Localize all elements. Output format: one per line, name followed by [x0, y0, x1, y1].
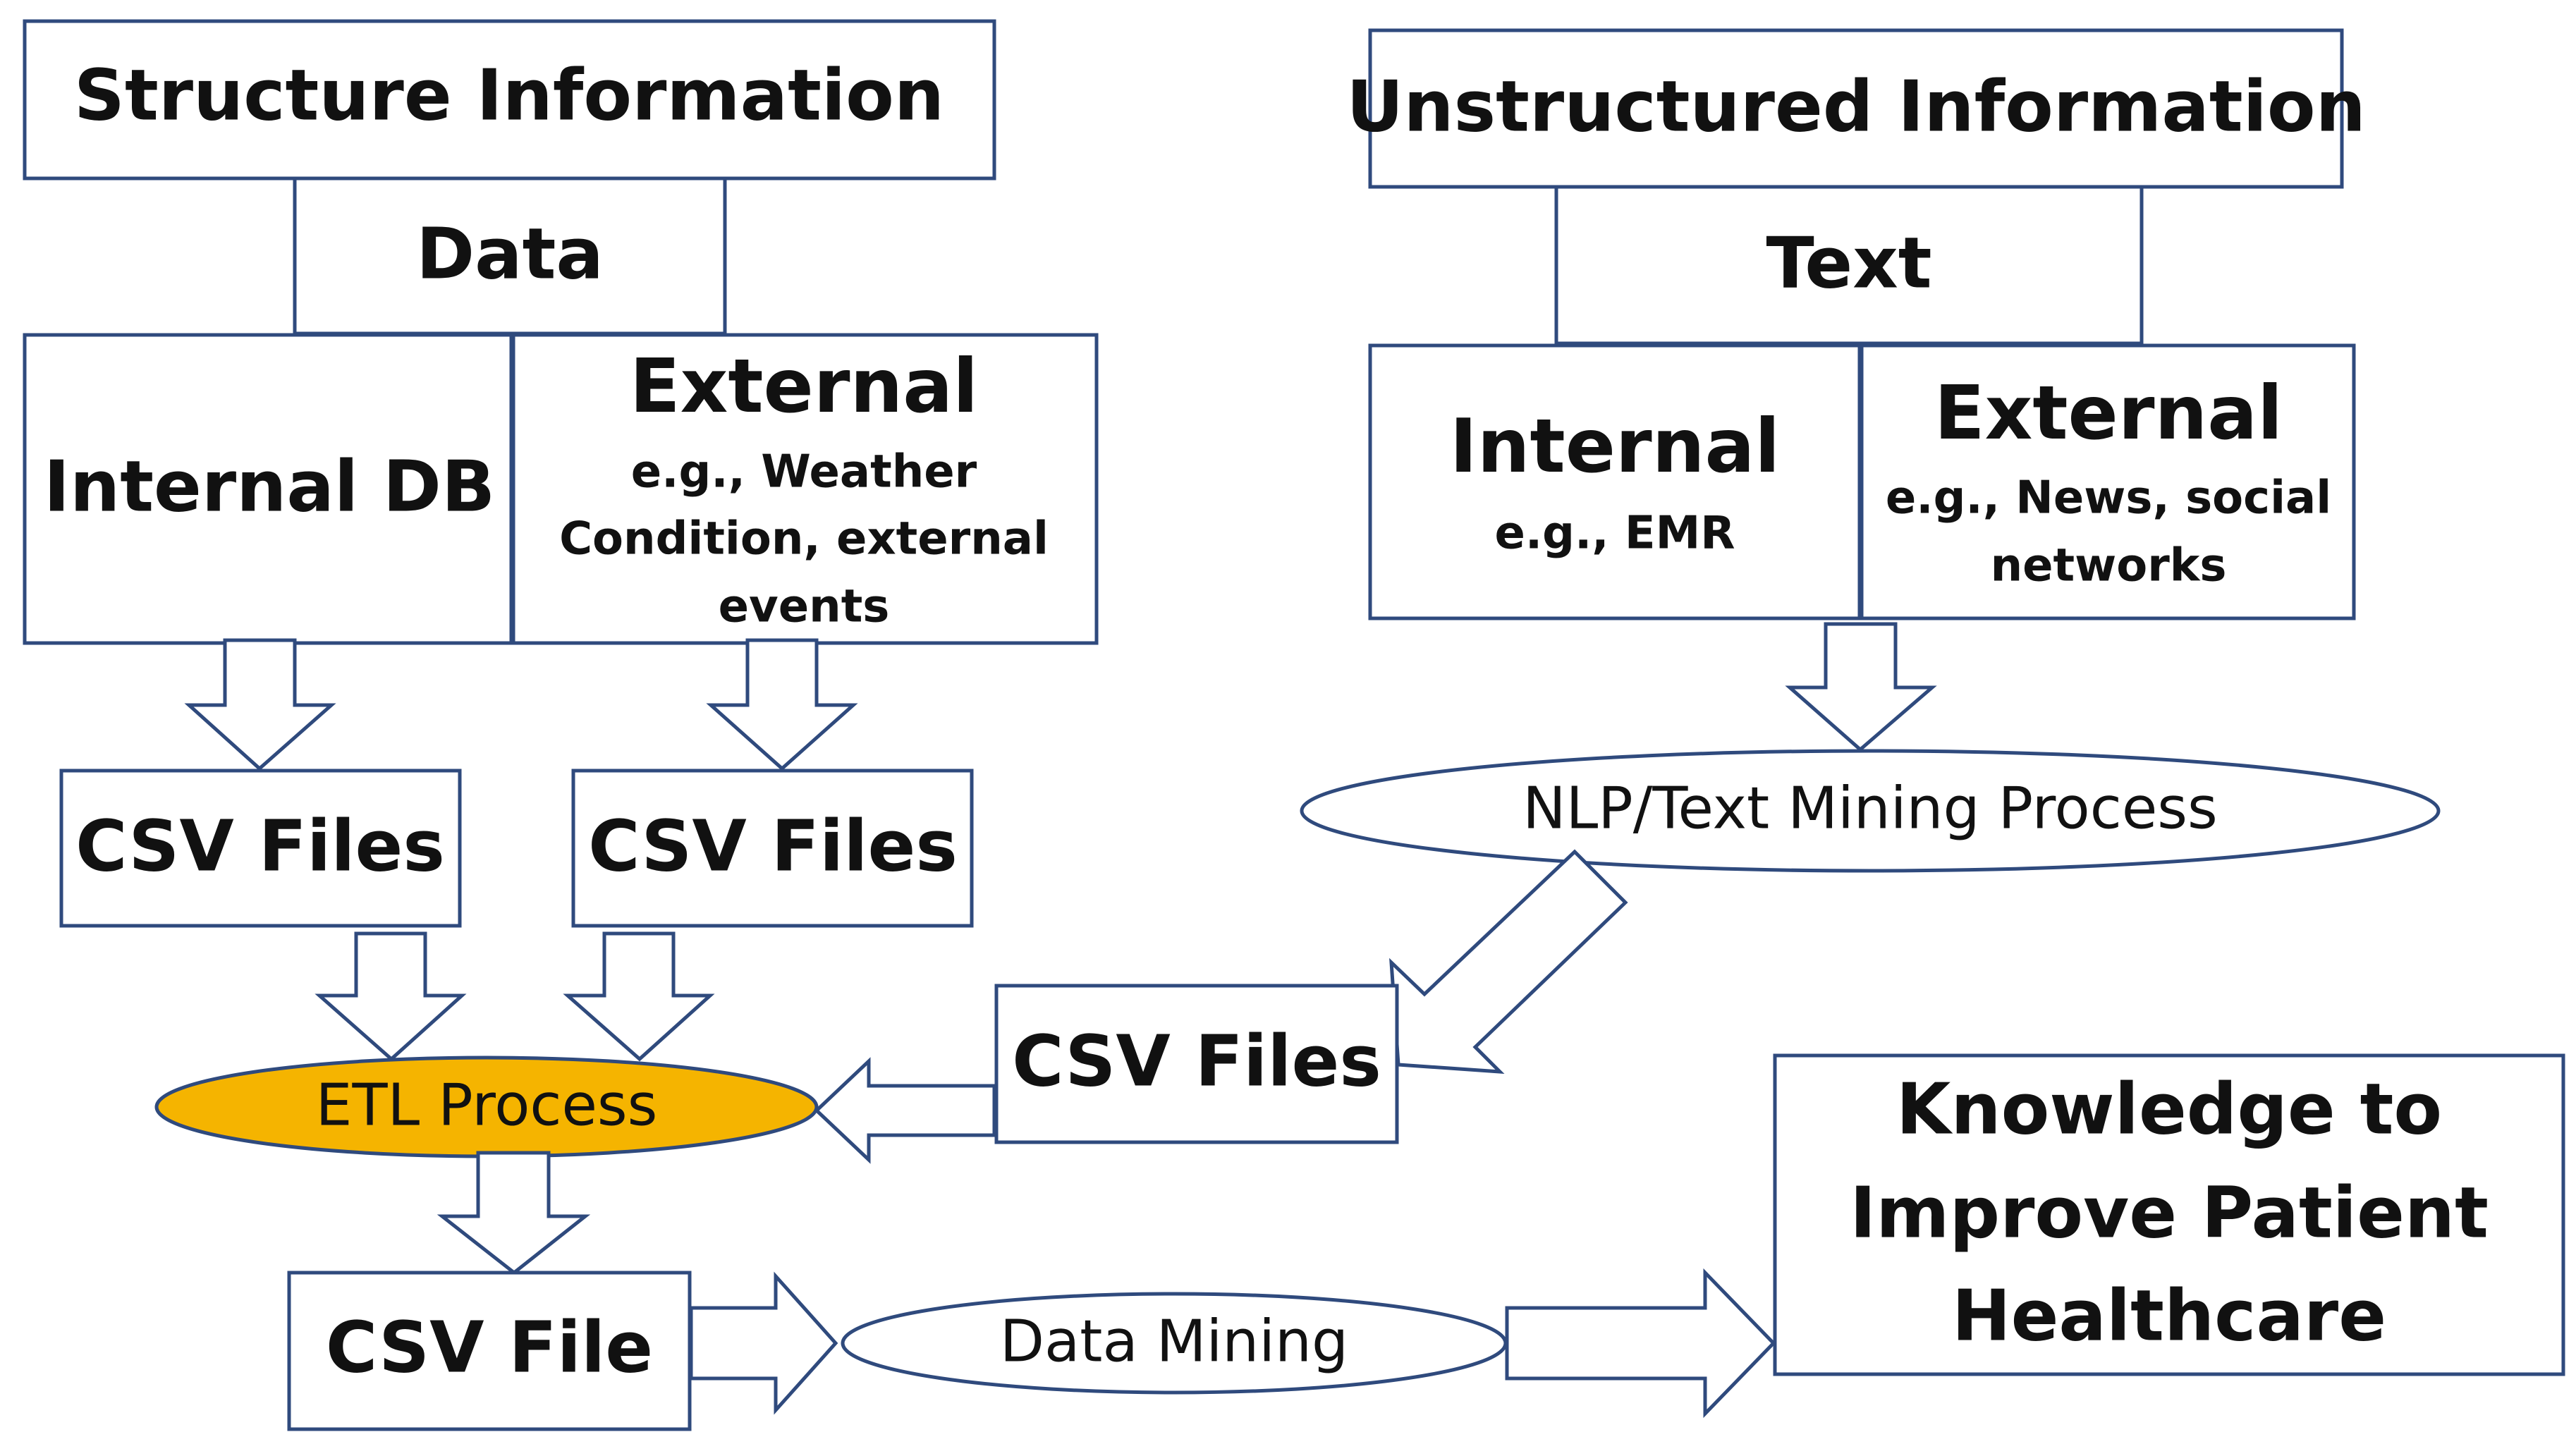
- csv-file-label: CSV File: [326, 1306, 653, 1388]
- internal-unstructured-box: [1368, 343, 1862, 620]
- internal-db-box: [23, 333, 513, 645]
- external-structured-desc-line-3: events: [719, 581, 890, 633]
- down-arrow-external-structured: [706, 638, 858, 771]
- etl-process-label: ETL Process: [316, 1072, 658, 1139]
- nlp-text-mining-ellipse: [1300, 749, 2441, 873]
- external-unstructured-title: External: [1934, 370, 2283, 456]
- structured-information-group: Structure Information Data Internal DB E…: [23, 19, 1099, 1062]
- down-arrow-csv-external-to-etl: [563, 931, 715, 1062]
- structure-information-label: Structure Information: [74, 54, 944, 136]
- down-arrow-csv-internal-to-etl: [315, 931, 467, 1062]
- data-mining-label: Data Mining: [1000, 1308, 1348, 1375]
- csv-files-unstructured-label: CSV Files: [1012, 1020, 1381, 1102]
- down-arrow-text-to-nlp: [1785, 622, 1937, 752]
- external-structured-desc-line-2: Condition, external: [559, 513, 1049, 565]
- nlp-text-mining-label: NLP/Text Mining Process: [1522, 775, 2217, 842]
- external-unstructured-box: [1860, 343, 2356, 620]
- knowledge-label-line-2: Improve Patient: [1850, 1171, 2489, 1254]
- internal-db-label: Internal DB: [44, 445, 495, 527]
- external-structured-title: External: [630, 343, 978, 429]
- data-box: [293, 176, 727, 336]
- right-arrow-csv-to-data-mining: [689, 1271, 838, 1415]
- structure-information-box: [23, 19, 996, 180]
- csv-files-internal-label: CSV Files: [75, 804, 445, 887]
- unstructured-information-label: Unstructured Information: [1346, 65, 2366, 147]
- csv-files-external-label: CSV Files: [588, 804, 958, 887]
- external-unstructured-desc-line-2: networks: [1991, 540, 2227, 592]
- knowledge-label-line-3: Healthcare: [1952, 1274, 2386, 1357]
- internal-unstructured-desc: e.g., EMR: [1494, 508, 1735, 560]
- csv-file-box: [287, 1271, 692, 1431]
- down-arrow-internal-db: [184, 638, 336, 771]
- text-box: [1554, 185, 2144, 345]
- csv-files-unstructured-box: [994, 984, 1399, 1144]
- text-label: Text: [1766, 221, 1931, 304]
- csv-files-internal-box: [59, 769, 462, 928]
- csv-files-external-box: [571, 769, 974, 928]
- knowledge-box: [1773, 1053, 2565, 1376]
- data-label: Data: [416, 212, 604, 295]
- down-arrow-etl-to-csv-file: [437, 1151, 591, 1275]
- left-arrow-csv-to-etl: [814, 1057, 996, 1164]
- pipeline-group: ETL Process CSV File Data Mining Knowled…: [154, 1053, 2565, 1431]
- right-arrow-data-mining-to-knowledge: [1505, 1268, 1776, 1419]
- unstructured-information-group: Unstructured Information Text Internal e…: [814, 28, 2441, 1164]
- knowledge-label-line-1: Knowledge to: [1896, 1067, 2442, 1150]
- external-structured-box: [511, 333, 1099, 645]
- diagonal-arrow-nlp-to-csv: [1389, 849, 1628, 1074]
- external-structured-desc-line-1: e.g., Weather: [631, 446, 977, 498]
- external-unstructured-desc-line-1: e.g., News, social: [1886, 472, 2331, 525]
- internal-unstructured-title: Internal: [1450, 403, 1781, 489]
